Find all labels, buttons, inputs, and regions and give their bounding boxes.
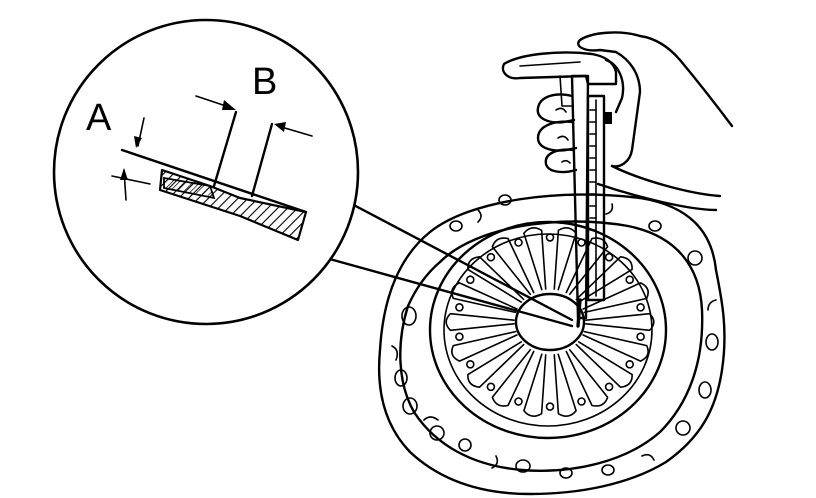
dim-a-arrowhead-bottom xyxy=(120,168,128,180)
diaphragm-fingers xyxy=(445,227,655,417)
dimension-b: B xyxy=(195,61,313,137)
diaphragm-center-hub xyxy=(514,292,586,352)
diaphragm-finger xyxy=(585,312,655,332)
callout-leader-lower xyxy=(324,256,574,328)
detail-jaw-left xyxy=(212,110,238,188)
hand-finger-2 xyxy=(536,120,578,152)
diaphragm-finger xyxy=(582,330,649,362)
flange-notches xyxy=(391,203,717,469)
flange-bolt-holes xyxy=(394,194,719,479)
caliper-slider xyxy=(586,94,606,302)
diaphragm-slot-hole xyxy=(465,275,475,285)
hand-finger-3 xyxy=(544,148,578,174)
diaphragm-slot-hole xyxy=(604,382,614,392)
diaphragm-finger xyxy=(523,353,547,417)
caliper-lock-screw xyxy=(604,112,612,124)
diaphragm-finger xyxy=(582,282,649,314)
diaphragm-finger xyxy=(491,237,535,296)
diaphragm-finger xyxy=(565,237,609,296)
diaphragm-slot-hole xyxy=(455,302,464,312)
diaphragm-finger xyxy=(491,348,535,407)
diaphragm-finger xyxy=(451,330,518,362)
label-a: A xyxy=(86,97,112,139)
dim-b-arrowhead-left xyxy=(222,100,236,110)
callout-circle xyxy=(52,18,360,326)
dimension-a: A xyxy=(86,97,151,201)
diaphragm-slot-hole xyxy=(577,397,586,406)
diaphragm-slot-hole xyxy=(545,233,555,242)
diaphragm-finger xyxy=(467,341,525,388)
diaphragm-slot-hole xyxy=(636,302,645,312)
clutch-cover xyxy=(377,193,726,496)
diaphragm-finger xyxy=(467,256,525,303)
diaphragm-slot-hole xyxy=(486,382,496,392)
diaphragm-slot-hole xyxy=(514,238,523,247)
diaphragm-slot-hole xyxy=(625,275,635,285)
caliper-depth-rod xyxy=(576,298,582,328)
hand-outline xyxy=(577,31,734,168)
diaphragm-spring-inner-ring xyxy=(443,233,653,427)
detail-wear-step xyxy=(163,176,216,200)
diaphragm-finger xyxy=(575,341,633,388)
diaphragm-finger xyxy=(575,256,633,303)
diaphragm-finger xyxy=(553,353,577,417)
label-b: B xyxy=(252,61,277,103)
caliper-slider-scale xyxy=(589,99,597,297)
cover-inner-rim xyxy=(399,220,704,472)
diaphragm-spring-ring xyxy=(428,220,668,440)
diaphragm-slot-hole xyxy=(577,238,586,247)
diaphragm-slot-hole xyxy=(545,402,555,411)
diaphragm-slot-hole xyxy=(514,397,523,406)
dim-a-extension xyxy=(111,175,151,185)
hand-wrist xyxy=(596,164,722,212)
hand-finger-1 xyxy=(536,93,576,124)
diaphragm-slot-hole xyxy=(465,359,475,369)
diaphragm-slot-hole xyxy=(636,332,645,342)
hand-thumb xyxy=(604,58,625,114)
diaphragm-slot-hole xyxy=(604,252,614,262)
callout-leader-upper xyxy=(346,200,574,322)
hand-knuckle-lines xyxy=(555,107,571,164)
diaphragm-finger xyxy=(451,282,518,314)
hand xyxy=(536,31,734,212)
diaphragm-finger xyxy=(565,348,609,407)
diaphragm-slot-hole xyxy=(455,332,464,342)
dim-a-arrowhead-top xyxy=(134,136,142,148)
diaphragm-slot-hole xyxy=(486,252,496,262)
dim-b-arrowhead-right xyxy=(274,122,286,132)
caliper-head-detail xyxy=(519,61,581,107)
detail-finger-top xyxy=(120,148,308,214)
diaphragm-slot-hole xyxy=(625,359,635,369)
diaphragm-finger xyxy=(445,312,515,332)
zoom-callout: A B xyxy=(52,18,574,328)
diaphragm-finger xyxy=(523,227,547,291)
detail-jaw-right xyxy=(250,122,274,198)
callout-detail xyxy=(120,110,308,242)
